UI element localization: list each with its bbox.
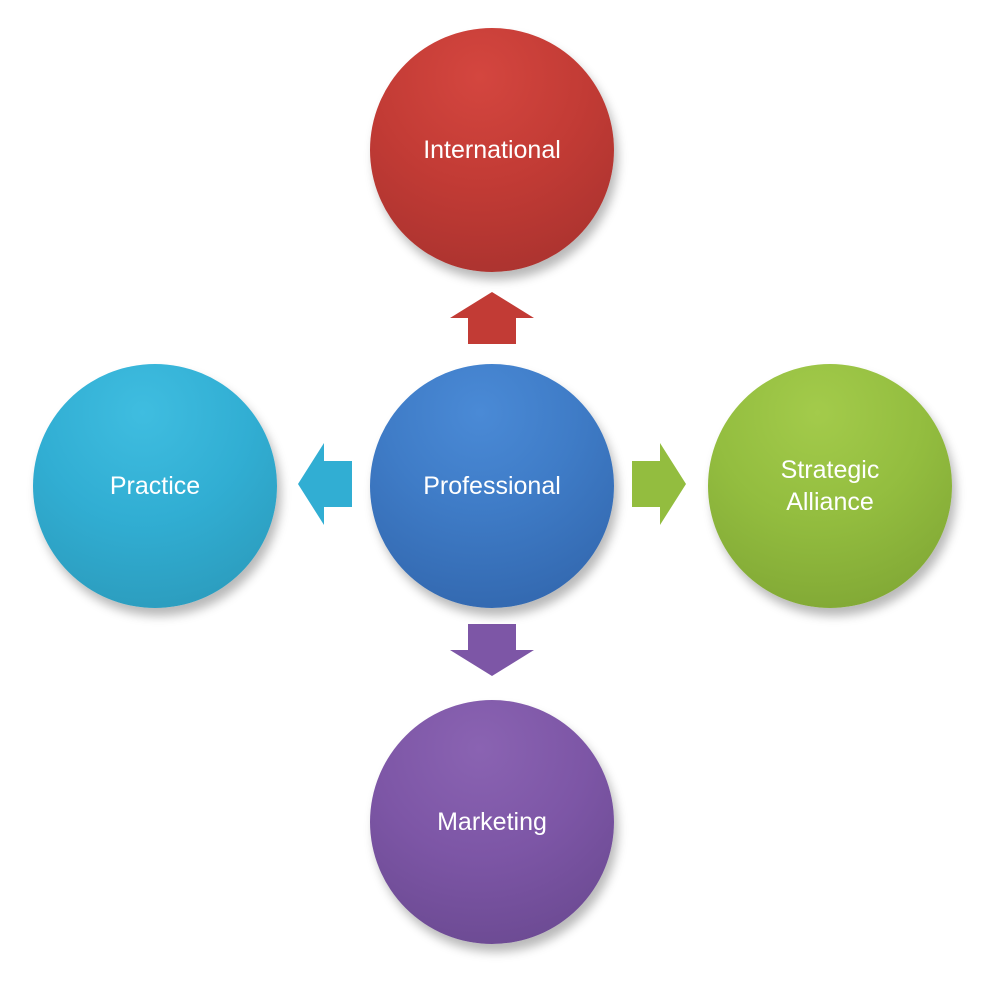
arrow-right-icon [632, 443, 686, 525]
node-label-marketing: Marketing [437, 808, 547, 836]
node-professional: Professional [370, 364, 614, 608]
node-label-professional: Professional [423, 472, 561, 500]
node-strategic-alliance: Strategic Alliance [708, 364, 952, 608]
node-practice: Practice [33, 364, 277, 608]
node-international: International [370, 28, 614, 272]
node-label-practice: Practice [109, 472, 201, 500]
arrow-down-icon [450, 624, 534, 676]
arrow-left-icon [298, 443, 352, 525]
node-label-international: International [423, 136, 561, 164]
node-label-strategic-alliance: Strategic Alliance [780, 456, 880, 516]
node-marketing: Marketing [370, 700, 614, 944]
arrow-up-icon [450, 292, 534, 344]
